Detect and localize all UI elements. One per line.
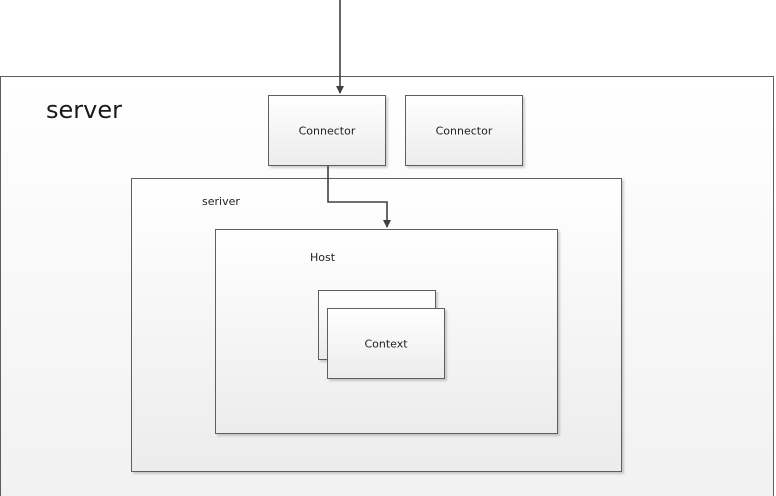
service-label: seriver	[202, 195, 240, 208]
connector-label-1: Connector	[298, 124, 356, 137]
server-label: server	[46, 96, 122, 124]
connector-label-2: Connector	[435, 124, 493, 137]
connector-box-1: Connector	[268, 95, 386, 166]
context-label: Context	[364, 337, 408, 350]
connector-box-2: Connector	[405, 95, 523, 166]
host-label: Host	[310, 251, 336, 264]
context-box-front: Context	[327, 308, 445, 379]
